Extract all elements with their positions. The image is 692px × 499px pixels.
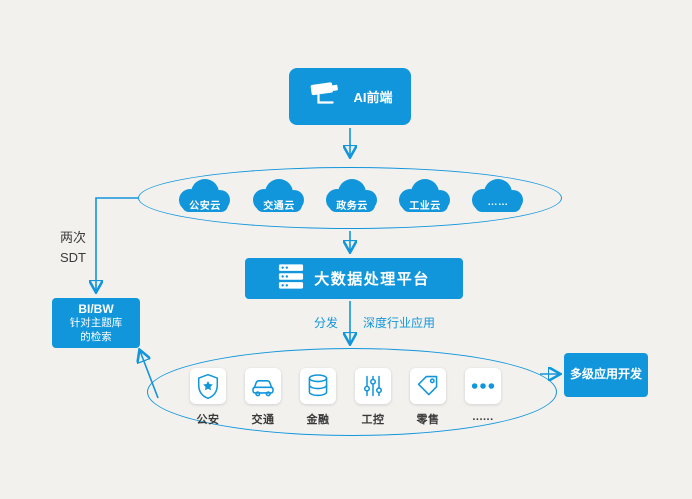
app-label: 零售 xyxy=(416,414,440,426)
app-label: 公安 xyxy=(196,414,220,426)
app-item-more: ...... xyxy=(455,368,511,423)
cloud-traffic: 交通云 xyxy=(246,177,312,219)
app-item-traffic: 交通 xyxy=(235,368,291,427)
bibw-line3: 的检索 xyxy=(80,330,112,343)
bibw-line2: 针对主题库 xyxy=(69,317,123,330)
cloud-icon xyxy=(179,179,230,212)
big-data-platform-box: 大数据处理平台 xyxy=(245,258,463,299)
cloud-public-security: 公安云 xyxy=(172,177,238,219)
app-item-public-security: 公安 xyxy=(180,368,236,427)
cloud-icon xyxy=(399,179,450,212)
app-item-finance: 金融 xyxy=(290,368,346,427)
sdt-note-line2: SDT xyxy=(60,249,86,265)
car-icon xyxy=(245,368,281,404)
bibw-retrieval-box: BI/BW 针对主题库 的检索 xyxy=(52,298,140,348)
app-label: 工控 xyxy=(361,414,385,426)
sdt-note-line1: 两次 xyxy=(60,230,87,245)
cloud-industrial: 工业云 xyxy=(392,177,458,219)
cloud-layer-ellipse xyxy=(138,167,562,229)
sdt-note: 两次 SDT xyxy=(60,228,104,267)
cloud-icon xyxy=(253,179,304,212)
database-icon xyxy=(300,368,336,404)
cloud-label: 工业云 xyxy=(409,201,441,212)
cloud-icon xyxy=(326,179,377,212)
app-label: 交通 xyxy=(251,414,275,426)
app-label: 金融 xyxy=(306,414,330,426)
sliders-icon xyxy=(355,368,391,404)
price-tag-icon xyxy=(410,368,446,404)
cloud-label: …… xyxy=(487,197,509,208)
platform-label: 大数据处理平台 xyxy=(314,271,430,288)
app-layer-ellipse xyxy=(147,348,557,436)
shield-star-icon xyxy=(190,368,226,404)
deep-industry-label: 深度行业应用 xyxy=(363,316,436,330)
multilevel-app-dev-box: 多级应用开发 xyxy=(564,353,648,397)
cloud-more: …… xyxy=(465,177,531,219)
ai-frontend-box: AI前端 xyxy=(289,68,411,125)
ellipsis-icon xyxy=(465,368,501,404)
app-item-industrial-control: 工控 xyxy=(345,368,401,427)
server-icon xyxy=(278,263,304,295)
cloud-government: 政务云 xyxy=(319,177,385,219)
cloud-label: 政务云 xyxy=(336,201,368,212)
distribute-label: 分发 xyxy=(313,316,338,330)
cctv-camera-icon xyxy=(307,79,345,114)
app-label: ...... xyxy=(472,411,494,423)
ai-frontend-label: AI前端 xyxy=(353,90,393,105)
cloud-icon xyxy=(472,179,523,212)
bibw-line1: BI/BW xyxy=(78,302,114,317)
cloud-label: 公安云 xyxy=(189,201,221,212)
cloud-label: 交通云 xyxy=(263,201,295,212)
app-item-retail: 零售 xyxy=(400,368,456,427)
